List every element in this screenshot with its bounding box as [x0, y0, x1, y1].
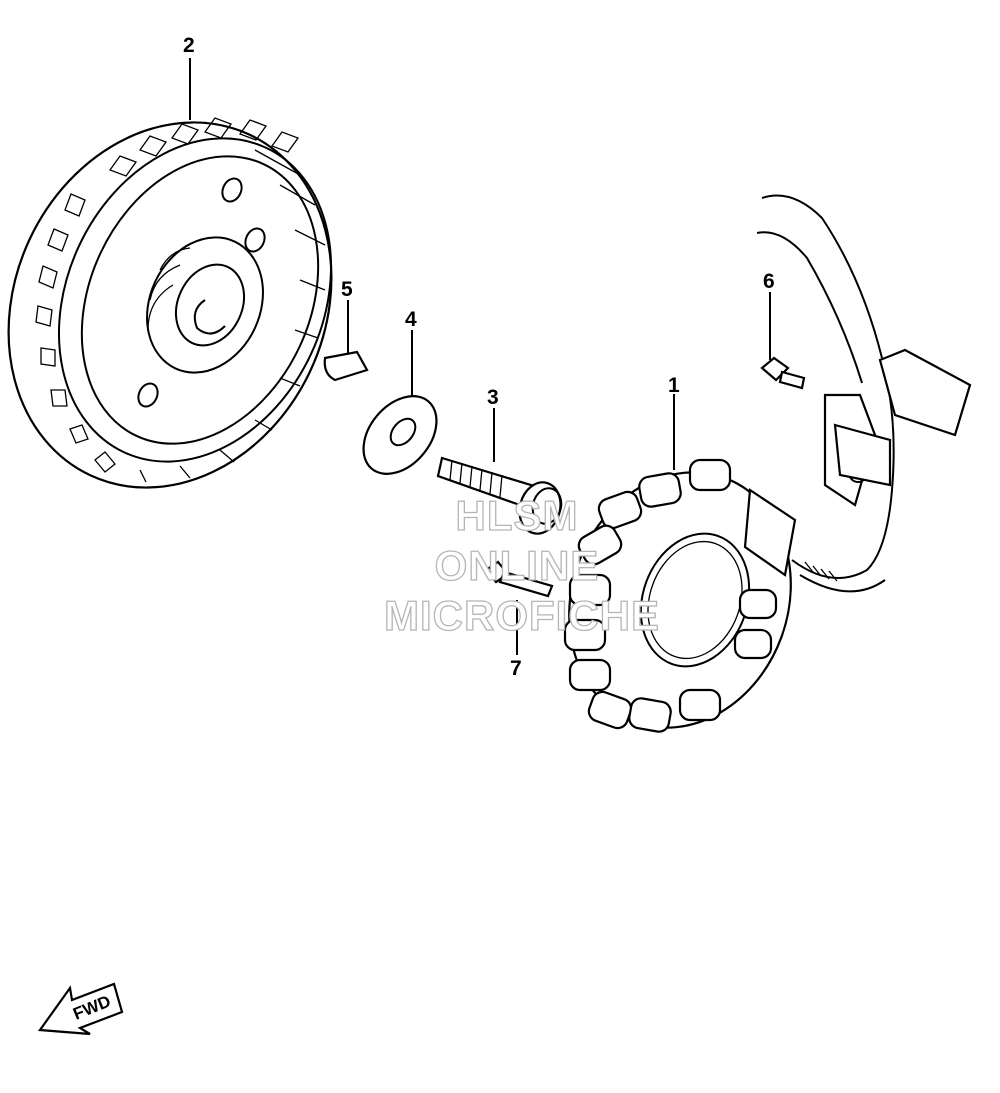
stator-coil-icon[interactable]: [534, 379, 895, 759]
callout-6: 6: [763, 270, 775, 293]
screw-icon[interactable]: [484, 560, 554, 598]
washer-icon[interactable]: [349, 382, 452, 488]
callout-7: 7: [510, 657, 522, 680]
callout-5: 5: [341, 278, 353, 301]
watermark-line-3: MICROFICHE: [384, 592, 660, 639]
wire-grommet-icon: [756, 194, 972, 507]
leader-lines: [189, 58, 771, 655]
woodruff-key-icon[interactable]: [323, 350, 369, 382]
watermark-line-2: ONLINE: [435, 542, 600, 589]
watermark-line-1: HLSM: [456, 492, 579, 539]
fwd-arrow-icon: FWD: [37, 982, 124, 1036]
callout-3: 3: [487, 386, 499, 409]
watermark: HLSM ONLINE MICROFICHE: [383, 491, 660, 639]
callout-1: 1: [668, 374, 680, 397]
callout-4: 4: [405, 308, 417, 331]
flywheel-rotor-icon[interactable]: [0, 69, 390, 541]
screw-icon[interactable]: [760, 356, 806, 390]
callout-2: 2: [183, 34, 195, 57]
flange-bolt-icon[interactable]: [436, 456, 566, 538]
